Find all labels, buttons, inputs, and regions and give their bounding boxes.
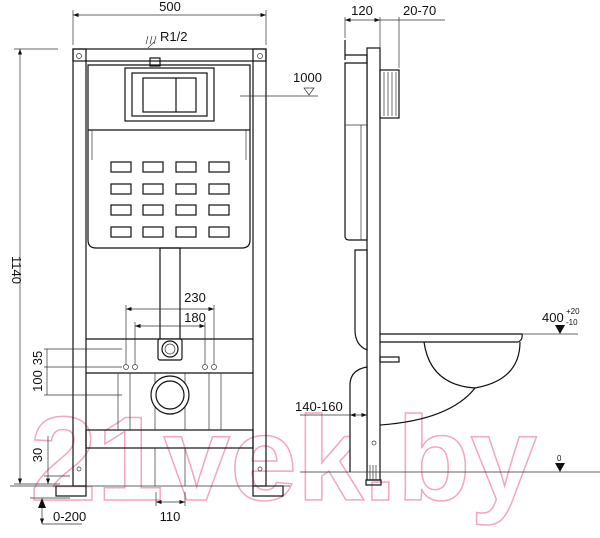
flush-buttons (142, 77, 197, 113)
inlet-label: R1/2 (160, 29, 187, 44)
dim-35: 35 (30, 351, 45, 365)
level-label: 1000 (293, 70, 322, 85)
dim-100: 100 (30, 370, 45, 392)
toilet-bowl (423, 341, 521, 389)
dim-30: 30 (30, 448, 45, 462)
dim-width: 500 (159, 0, 181, 14)
dim-180: 180 (184, 310, 206, 325)
side-view: 120 20-70 400 +20 -10 140-160 0 (295, 3, 580, 486)
cistern-panel (87, 64, 251, 249)
dim-110: 110 (160, 509, 181, 524)
drain-pipe-side (349, 366, 368, 472)
dim-230: 230 (184, 290, 206, 305)
seat-tolerance-minus: -10 (566, 318, 578, 327)
flush-plate (124, 67, 215, 122)
dim-foot-adjust: 0-200 (53, 509, 86, 524)
floor-level: 0 (557, 454, 562, 463)
dim-height: 1140 (9, 256, 24, 284)
seat-height: 400 (542, 310, 564, 325)
dim-drain-offset: 140-160 (295, 399, 343, 414)
front-view: 500 R1/2 1140 1000 230 180 35 100 30 0-2… (9, 0, 322, 524)
seat-tolerance-plus: +20 (566, 307, 580, 316)
watermark-logo: 21vek.by (30, 392, 537, 526)
toilet-seat (380, 333, 523, 343)
panel-grid (110, 161, 230, 238)
dim-depth: 120 (351, 3, 373, 18)
dim-wall: 20-70 (403, 3, 436, 18)
wall-connector (379, 69, 400, 119)
drain-outlet (150, 375, 190, 415)
cistern-side (344, 62, 368, 241)
